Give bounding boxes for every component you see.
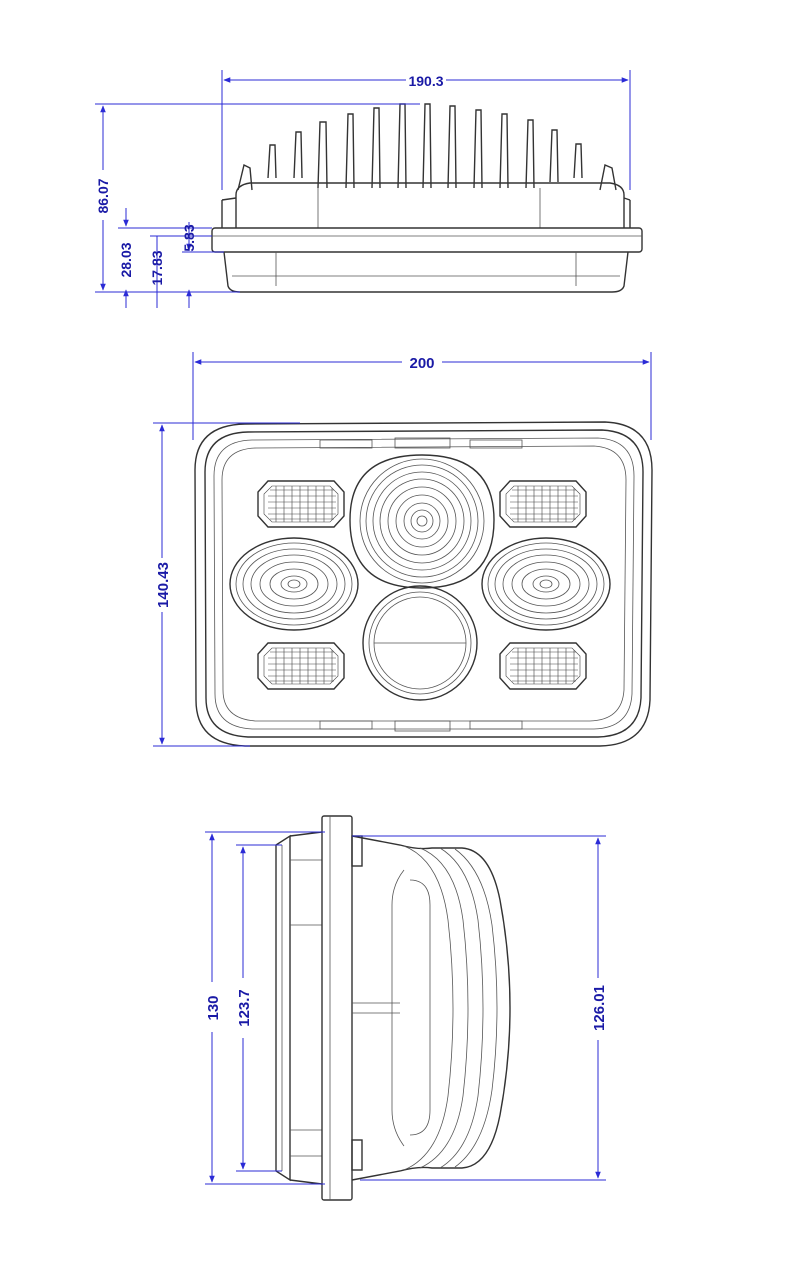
dim-side-h2: 123.7	[236, 989, 253, 1027]
grid-lamp-top-right	[499, 480, 587, 528]
grid-lamp-top-left	[257, 480, 345, 528]
left-oval-lens	[229, 537, 359, 631]
center-high-beam-lens	[349, 454, 495, 589]
grid-lamp-bottom-left	[257, 642, 345, 690]
dim-front-width: 200	[409, 355, 434, 372]
front-view: 200 140.43	[153, 352, 653, 747]
dim-top-height: 86.07	[95, 178, 111, 213]
dim-side-h1: 130	[205, 995, 222, 1020]
heatsink-fins	[237, 103, 617, 191]
top-view: 190.3 86.07 28.03 17.83 5.83	[95, 70, 643, 308]
dim-top-h3: 5.83	[181, 224, 197, 251]
right-oval-lens	[481, 537, 611, 631]
center-low-beam-lens	[362, 585, 478, 701]
dim-side-h3: 126.01	[591, 985, 608, 1031]
dim-front-height: 140.43	[155, 562, 172, 608]
dim-top-h2: 17.83	[149, 250, 165, 285]
dim-top-h1: 28.03	[118, 242, 134, 277]
grid-lamp-bottom-right	[499, 642, 587, 690]
dim-top-width: 190.3	[408, 73, 443, 89]
side-view: 130 123.7 126.01	[205, 815, 608, 1201]
